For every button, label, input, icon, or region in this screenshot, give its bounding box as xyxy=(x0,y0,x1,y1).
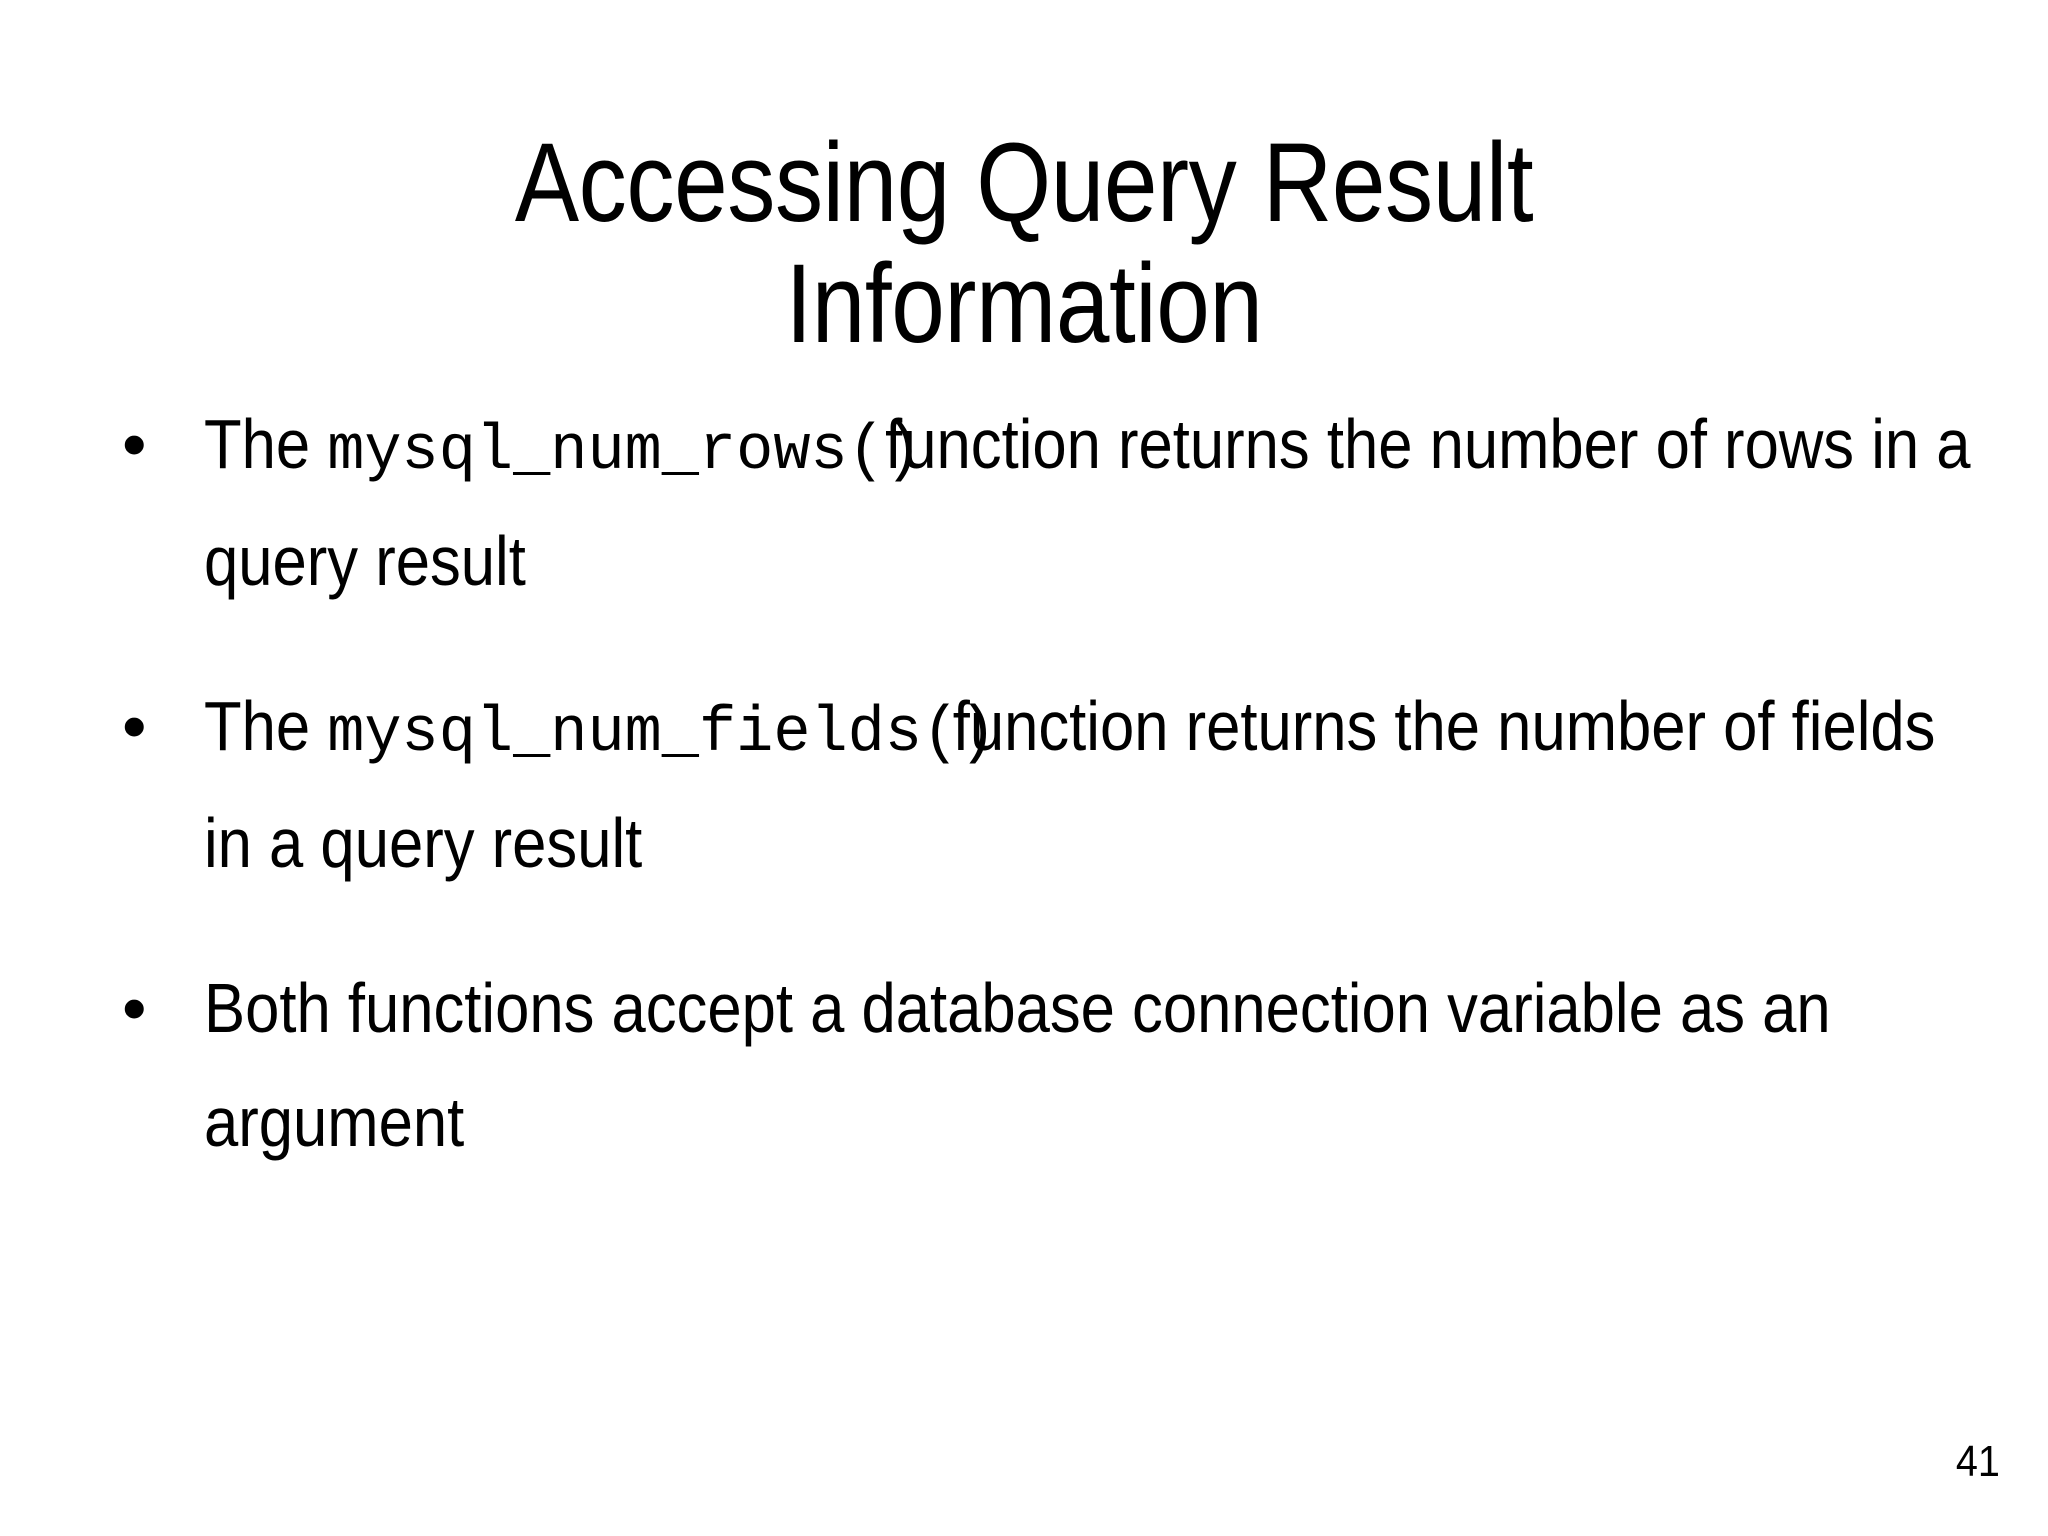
bullet-text-3: Both functions accept a database connect… xyxy=(204,952,1987,1179)
slide-title: Accessing Query Result Information xyxy=(514,120,1534,366)
bullet-item-3: • Both functions accept a database conne… xyxy=(108,952,1988,1179)
bullet-1-suffix: function returns the number of rows in a… xyxy=(204,405,1971,600)
bullet-2-prefix: The xyxy=(204,687,328,766)
bullet-marker-icon: • xyxy=(122,969,147,1048)
bullet-marker-icon: • xyxy=(122,405,147,483)
bullet-list: • The mysql_num_rows() function returns … xyxy=(108,388,1988,1231)
bullet-1-code: mysql_num_rows() xyxy=(327,416,923,488)
bullet-marker-icon: • xyxy=(122,687,147,766)
bullet-2-suffix: function returns the number of fields in… xyxy=(204,687,1936,882)
page-number: 41 xyxy=(1955,1437,2000,1486)
bullet-3-prefix: Both functions accept a database connect… xyxy=(204,969,1831,1161)
bullet-item-2: • The mysql_num_fields() function return… xyxy=(108,670,1988,900)
bullet-text-2: The mysql_num_fields() function returns … xyxy=(204,670,1987,900)
bullet-item-1: • The mysql_num_rows() function returns … xyxy=(108,388,1988,618)
bullet-1-prefix: The xyxy=(204,405,328,483)
bullet-text-1: The mysql_num_rows() function returns th… xyxy=(204,388,1987,618)
bullet-2-code: mysql_num_fields() xyxy=(327,698,997,771)
